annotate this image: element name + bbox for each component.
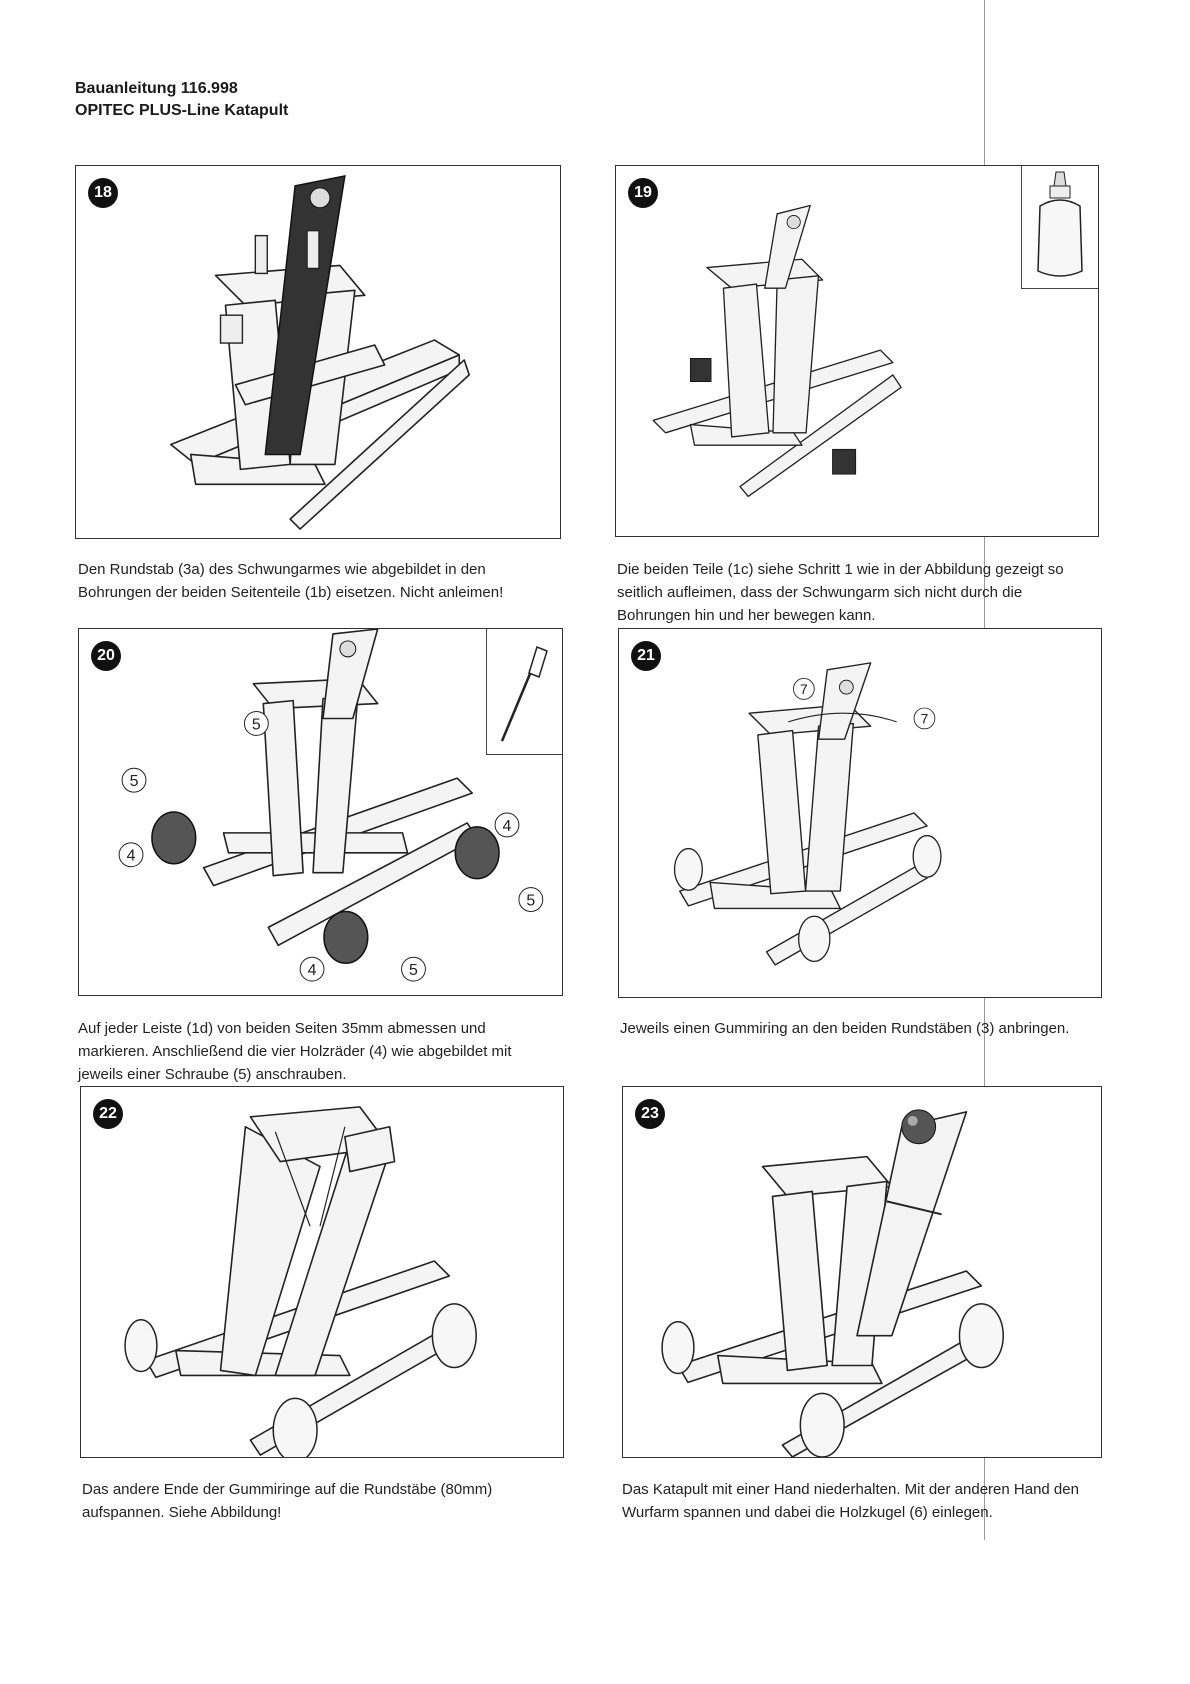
catapult-wheels-drawing: 5 5 4 4 5 4 5 — [118, 629, 544, 982]
step-22-illustration: 22 — [80, 1086, 564, 1458]
document-header: Bauanleitung 116.998 OPITEC PLUS-Line Ka… — [75, 78, 288, 122]
callout-5b: 5 — [130, 773, 139, 790]
instruction-number: Bauanleitung 116.998 — [75, 80, 238, 97]
step-23-caption: Das Katapult mit einer Hand niederhalten… — [622, 1481, 1079, 1521]
step-23-illustration: 23 — [622, 1086, 1102, 1458]
callout-7a: 7 — [800, 681, 808, 697]
step-20-badge: 20 — [91, 641, 121, 671]
step-18-badge: 18 — [88, 178, 118, 208]
glue-inset — [1021, 166, 1098, 289]
callout-5d: 5 — [409, 962, 418, 979]
step-18-caption: Den Rundstab (3a) des Schwungarmes wie a… — [78, 561, 504, 601]
screwdriver-icon — [500, 646, 548, 742]
screwdriver-inset — [486, 629, 562, 755]
catapult-frame-drawing — [169, 175, 470, 530]
step-20-illustration: 20 5 5 4 4 — [78, 628, 563, 996]
catapult-rubber-band-drawing: 7 7 — [673, 662, 942, 966]
callout-4b: 4 — [503, 818, 512, 835]
callout-7b: 7 — [921, 711, 929, 727]
glue-bottle-icon — [1037, 171, 1083, 277]
product-title: OPITEC PLUS-Line Katapult — [75, 102, 289, 119]
catapult-loaded-drawing — [661, 1109, 1004, 1457]
step-23-badge: 23 — [635, 1099, 665, 1129]
callout-4a: 4 — [127, 848, 136, 865]
step-19-badge: 19 — [628, 178, 658, 208]
callout-4c: 4 — [308, 962, 317, 979]
step-22-caption: Das andere Ende der Gummiringe auf die R… — [82, 1481, 493, 1521]
step-21-illustration: 21 7 7 — [618, 628, 1102, 998]
callout-5c: 5 — [526, 892, 535, 909]
step-18-illustration: 18 — [75, 165, 561, 539]
step-21-caption: Jeweils einen Gummiring an den beiden Ru… — [620, 1020, 1070, 1037]
catapult-tensioned-drawing — [124, 1106, 477, 1457]
step-19-illustration: 19 — [615, 165, 1099, 537]
step-22-badge: 22 — [93, 1099, 123, 1129]
step-21-badge: 21 — [631, 641, 661, 671]
step-19-caption: Die beiden Teile (1c) siehe Schritt 1 wi… — [617, 561, 1064, 624]
catapult-frame-glued-drawing — [652, 204, 902, 498]
callout-5a: 5 — [252, 716, 261, 733]
step-20-caption: Auf jeder Leiste (1d) von beiden Seiten … — [78, 1020, 512, 1083]
